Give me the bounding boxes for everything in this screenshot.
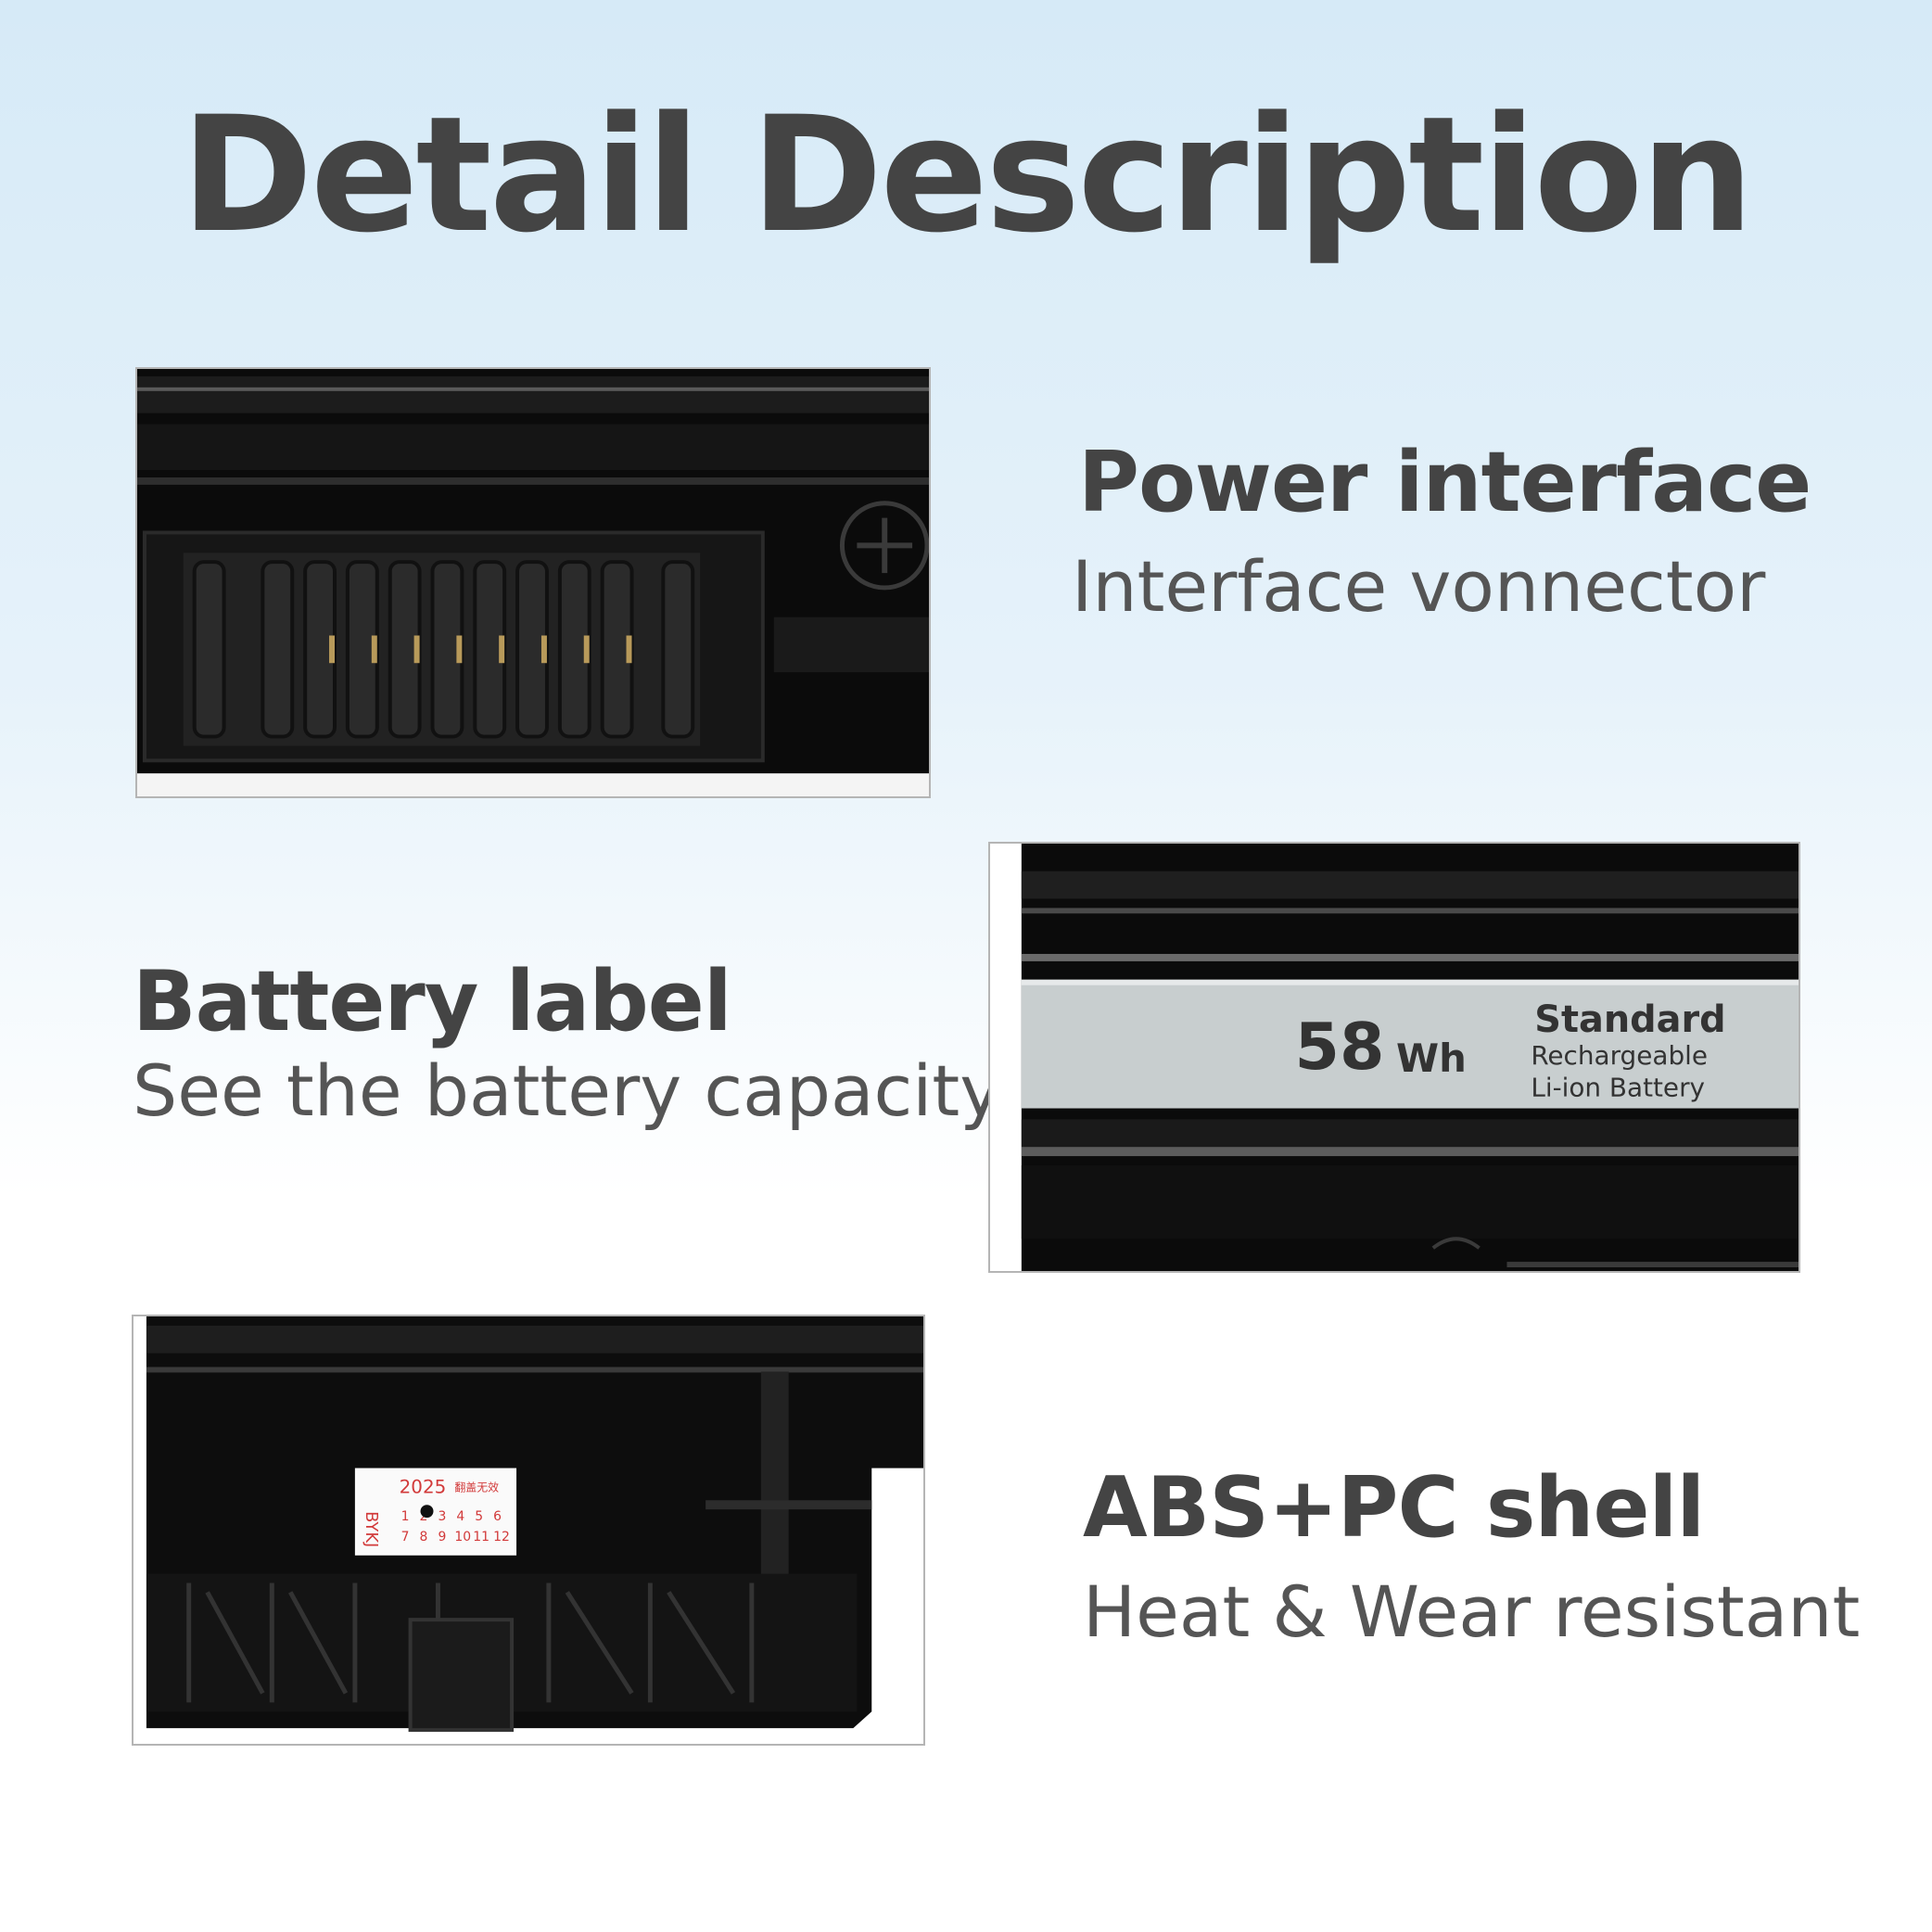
- section-subtext-power-interface: Interface vonnector: [1072, 545, 1766, 628]
- section-heading-battery-label: Battery label: [133, 953, 732, 1050]
- sticker-month: 8: [420, 1530, 428, 1544]
- sticker-month: 12: [493, 1530, 510, 1544]
- sticker-note: 翻盖无效: [454, 1481, 499, 1493]
- sticker-month: 6: [493, 1509, 502, 1524]
- battery-shell-photo: BYKJ 2025 翻盖无效 1 2 3 4 5 6 7 8 9 10 11 1…: [132, 1315, 925, 1746]
- sticker-month: 10: [454, 1530, 471, 1544]
- sticker-month: 9: [438, 1530, 446, 1544]
- sticker-month: 3: [438, 1509, 446, 1524]
- section-heading-power-interface: Power interface: [1078, 434, 1811, 531]
- label-capacity-number: 58: [1294, 1010, 1384, 1085]
- sticker-month: 1: [401, 1509, 410, 1524]
- label-capacity-unit: Wh: [1396, 1036, 1467, 1081]
- sticker-punch-hole: [420, 1505, 434, 1519]
- section-subtext-shell: Heat & Wear resistant: [1083, 1570, 1861, 1653]
- sticker-month: 7: [401, 1530, 410, 1544]
- battery-connector-photo: [135, 367, 931, 798]
- sticker-month: 5: [475, 1509, 483, 1524]
- sticker-month: 4: [456, 1509, 464, 1524]
- section-heading-shell: ABS+PC shell: [1083, 1459, 1705, 1557]
- sticker-year: 2025: [400, 1476, 447, 1497]
- label-line-standard: Standard: [1534, 998, 1725, 1041]
- battery-label-photo: 58 Wh Standard Rechargeable Li-ion Batte…: [988, 842, 1800, 1273]
- page-title: Detail Description: [181, 82, 1754, 268]
- label-line-chemistry: Li-ion Battery: [1531, 1073, 1705, 1103]
- sticker-month: 11: [473, 1530, 489, 1544]
- sticker-brand: BYKJ: [362, 1511, 381, 1547]
- section-subtext-battery-label: See the battery capacity: [133, 1049, 1002, 1132]
- label-line-rechargeable: Rechargeable: [1531, 1040, 1708, 1071]
